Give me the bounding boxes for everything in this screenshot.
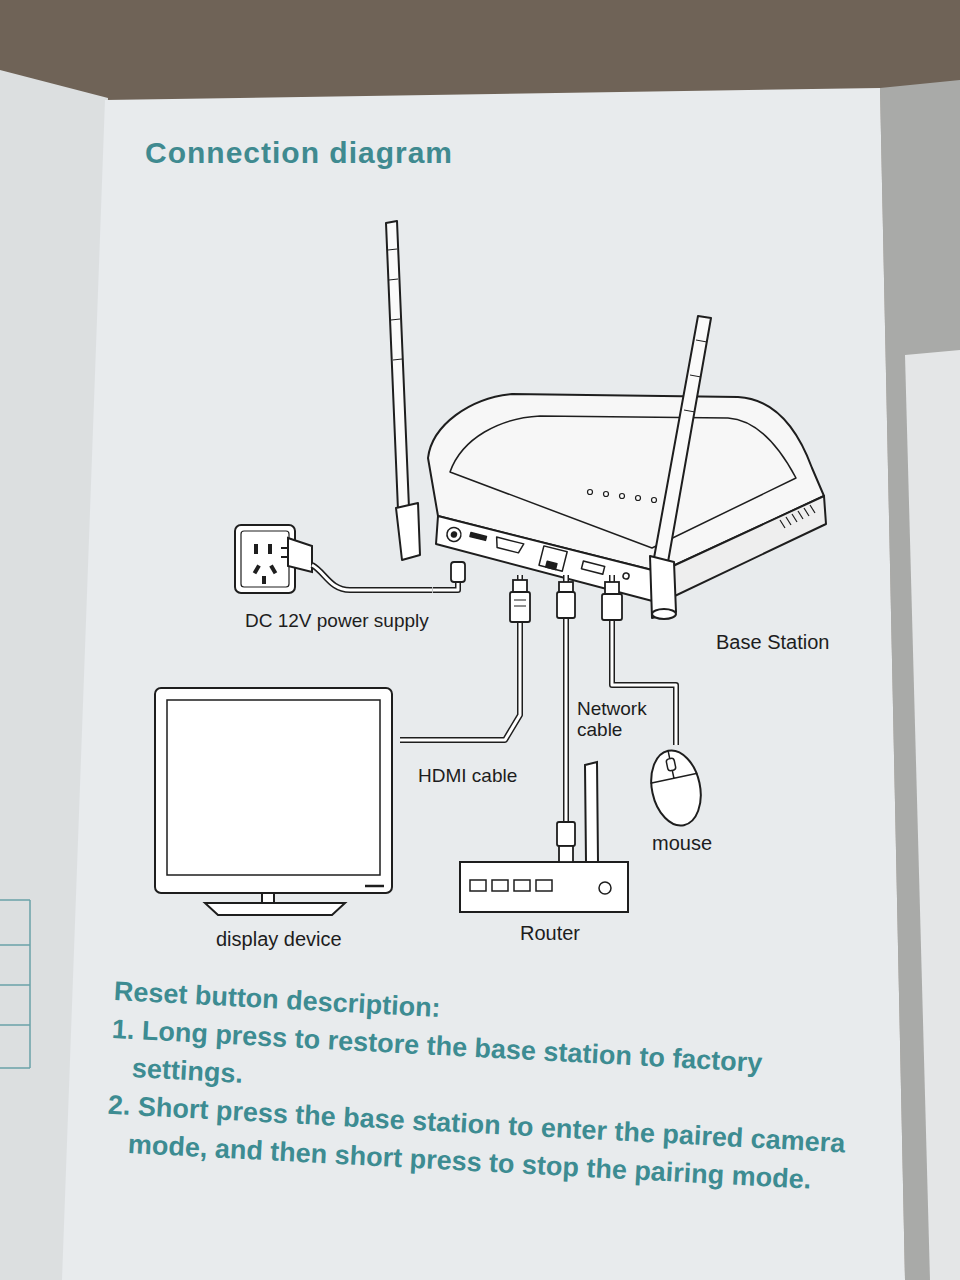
node-label: Base Station [716,630,829,654]
cable-plug [514,600,526,606]
base-station-drawing [546,561,557,569]
monitor-drawing [155,688,392,915]
power-outlet-drawing [268,544,272,554]
cable-plug [559,582,573,592]
power-outlet-drawing [254,544,258,554]
power-outlet-drawing [235,525,295,593]
cable-outline [400,575,520,740]
base-station-drawing [660,496,826,603]
monitor-drawing [205,903,345,915]
monitor-drawing [365,885,384,888]
power-outlet-drawing [235,525,432,593]
base-station-drawing [451,531,457,537]
table-lines [0,900,30,1068]
base-station-drawing [470,533,486,541]
base-station-drawing [650,556,676,618]
base-station-drawing [636,496,641,501]
reset-notes: Reset button description:1. Long press t… [105,972,874,1202]
power-supply: DC 12V power supply [230,520,433,640]
mouse-drawing [645,746,708,830]
cable-plug [451,562,465,582]
base-station-drawing [652,498,657,503]
main-page [62,88,905,1280]
power-outlet-drawing [281,548,288,557]
node-label: Router [520,921,580,945]
base-station-drawing [436,516,660,603]
instruction-item: 2. Short press the base station to enter… [105,1086,868,1202]
router-drawing [460,862,628,912]
router-drawing [470,880,486,891]
table-lines [0,900,30,1068]
base-station-drawing [396,503,420,560]
base-station-drawing [654,316,711,562]
router-drawing [536,880,552,891]
power-outlet-drawing [253,565,261,575]
cable-label: HDMI cable [418,765,517,786]
base-station-drawing [780,505,815,528]
router-drawing [585,762,598,862]
base-station-drawing [539,546,567,571]
diagram-title: Connection diagram [145,136,453,170]
base-station: Base Station [380,215,870,575]
node-label: display device [216,927,342,951]
node-label: mouse [652,831,712,855]
base-station-drawing [588,490,593,495]
cable-plug [510,592,530,622]
power-outlet-drawing [288,538,312,572]
power-outlet-drawing [269,565,277,575]
base-station-drawing [450,416,796,548]
mouse: mouse [645,745,755,860]
base-station-drawing [684,340,707,412]
base-station-drawing [652,609,676,619]
router-drawing [492,880,508,891]
cable-label: Network cable [577,698,667,740]
cable-connector [400,575,520,740]
power-outlet-drawing [262,576,266,584]
display-device: display device [150,680,400,960]
cable-plug [605,582,619,594]
base-station-drawing [386,221,409,510]
monitor-drawing [167,700,380,875]
monitor-drawing [262,893,274,903]
base-station-drawing [581,561,604,574]
router-drawing [599,882,611,894]
cable-core [400,575,520,740]
base-station-drawing [445,522,631,587]
cable-plug [557,592,575,618]
mouse-drawing [645,746,698,783]
base-station-drawing [445,526,462,543]
cable-plug [559,846,573,862]
cable-plug [513,580,527,592]
cable-plug [602,594,622,620]
cable-plug [557,822,575,846]
router-drawing [514,880,530,891]
base-station-drawing [494,537,524,554]
base-station-drawing [622,572,629,579]
mouse-drawing [645,746,708,830]
power-outlet-drawing [241,531,289,587]
power-outlet-drawing [312,565,432,590]
right-page [905,350,960,1280]
base-station-drawing [388,249,402,360]
mouse-drawing [666,758,676,771]
router: Router [455,835,630,950]
node-label: DC 12V power supply [245,610,429,633]
base-station-drawing [620,494,625,499]
base-station-drawing [386,221,826,619]
base-station-drawing [604,492,609,497]
monitor-drawing [155,688,392,893]
power-outlet-drawing [312,565,432,590]
